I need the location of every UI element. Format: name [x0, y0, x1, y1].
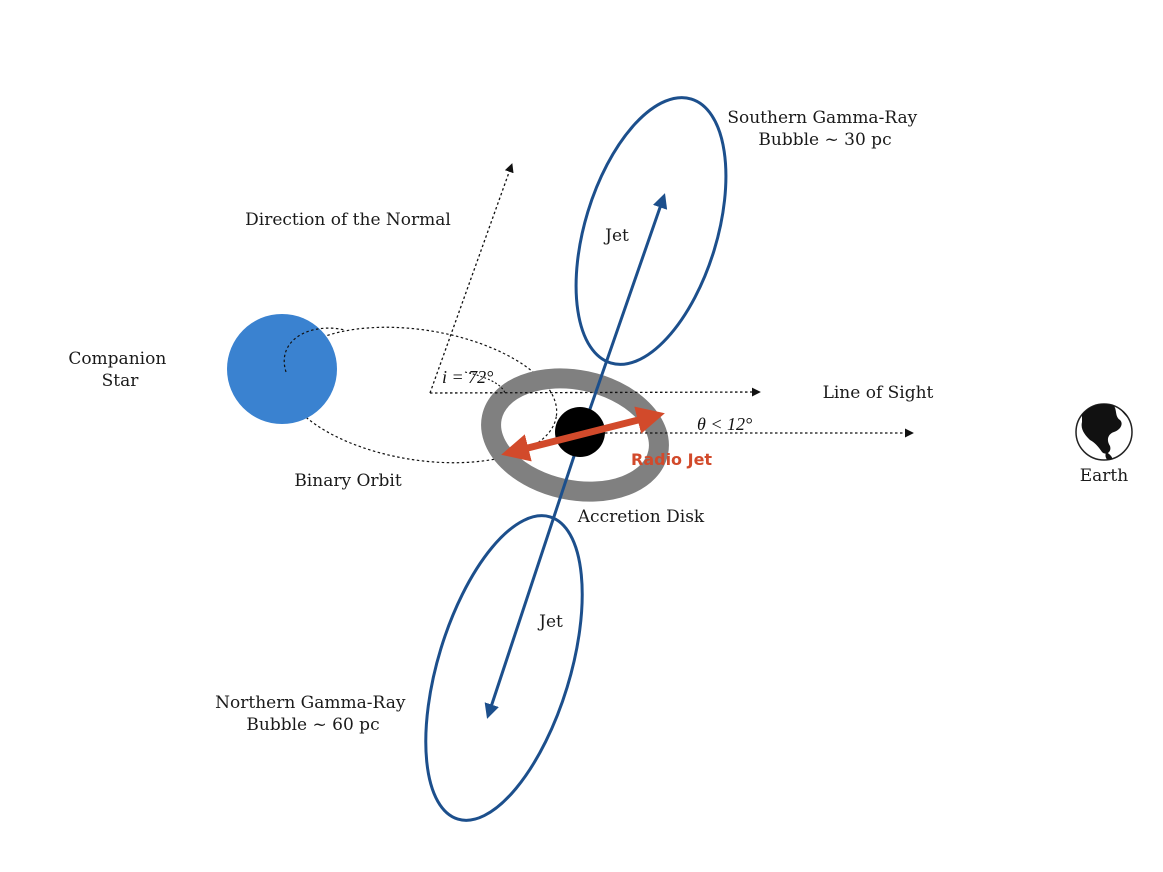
jet-arrow-lower: [484, 431, 584, 719]
accretion-disk-label: Accretion Disk: [577, 507, 705, 527]
binary-orbit-label: Binary Orbit: [294, 471, 402, 491]
radio-jet-arrow: [501, 406, 665, 462]
lower-jet-label: Jet: [537, 612, 563, 632]
normal-direction-arrow: [429, 163, 514, 394]
earth-globe-icon: [1075, 403, 1133, 461]
theta-label: θ < 12°: [697, 414, 752, 434]
radio-jet-label: Radio Jet: [631, 450, 712, 469]
upper-jet-label: Jet: [603, 226, 629, 246]
inclination-arc: [464, 371, 506, 394]
companion-star: [227, 314, 337, 424]
inclination-label: i = 72°: [442, 367, 493, 387]
line-of-sight-label: Line of Sight: [823, 383, 934, 403]
northern-gamma-ray-bubble: [424, 514, 584, 822]
southern-bubble-label: Southern Gamma-Ray Bubble ~ 30 pc: [727, 108, 922, 150]
southern-gamma-ray-bubble: [574, 96, 728, 366]
jet-arrow-upper: [580, 193, 668, 433]
companion-star-label: Companion Star: [68, 349, 171, 391]
direction-normal-label: Direction of the Normal: [245, 210, 451, 230]
northern-bubble-label: Northern Gamma-Ray Bubble ~ 60 pc: [215, 693, 411, 735]
earth-label: Earth: [1080, 466, 1129, 486]
